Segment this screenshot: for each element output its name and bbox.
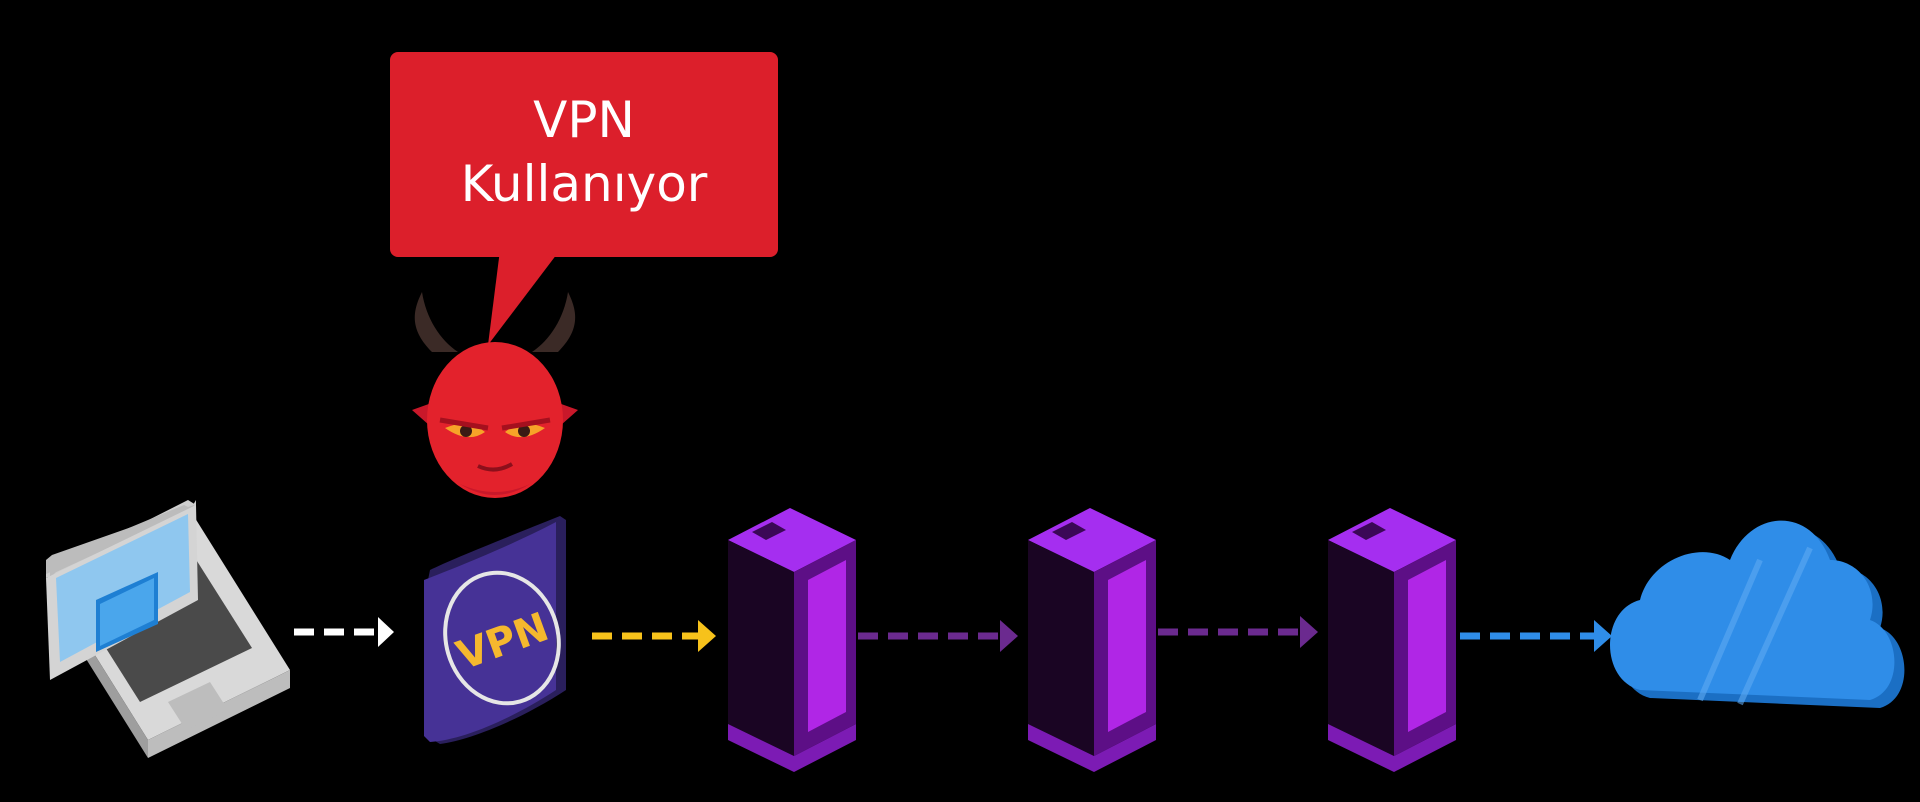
speech-bubble xyxy=(390,52,778,257)
server-rack-3 xyxy=(1328,508,1456,772)
server-rack-2 xyxy=(1028,508,1156,772)
speech-bubble-tail xyxy=(488,250,560,345)
arrow-server-1-to-server-2 xyxy=(858,620,1018,652)
arrow-server-2-to-server-3 xyxy=(1158,616,1318,648)
arrow-server-3-to-cloud xyxy=(1460,620,1612,652)
speech-bubble-text: VPN Kullanıyor xyxy=(390,88,778,216)
cloud-icon xyxy=(1610,520,1905,708)
bubble-line-2: Kullanıyor xyxy=(460,155,708,213)
laptop-icon xyxy=(46,500,290,758)
arrow-laptop-to-vpn xyxy=(294,617,394,647)
arrow-vpn-to-server-1 xyxy=(592,620,716,652)
bubble-line-1: VPN xyxy=(533,91,635,149)
server-rack-1 xyxy=(728,508,856,772)
vpn-shield-icon: VPN xyxy=(424,516,566,744)
devil-icon xyxy=(412,292,578,498)
